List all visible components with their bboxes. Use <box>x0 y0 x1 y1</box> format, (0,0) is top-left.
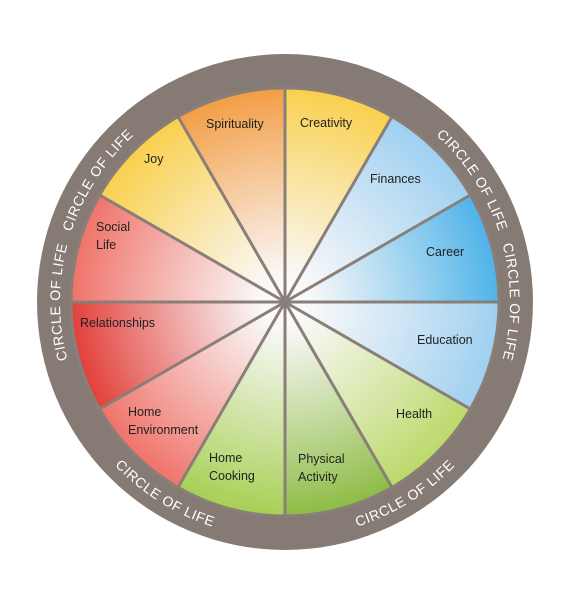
segment-social-life <box>71 195 285 302</box>
segment-label-creativity: Creativity <box>300 116 353 130</box>
segment-divider <box>283 115 394 303</box>
segment-label-spirituality: Spirituality <box>206 117 264 131</box>
segment-divider <box>176 115 287 303</box>
segment-spirituality <box>178 88 285 302</box>
ring-label: CIRCLE OF LIFE <box>500 241 523 363</box>
segment-home-cooking <box>178 302 285 516</box>
segment-divider <box>283 301 394 489</box>
segment-creativity <box>285 88 392 302</box>
segment-label-relationships: Relationships <box>80 316 155 330</box>
ring-label: CIRCLE OF LIFE <box>47 241 70 363</box>
segment-divider <box>284 193 472 304</box>
segment-label-joy: Joy <box>144 152 164 166</box>
segment-relationships <box>71 302 285 409</box>
segment-health <box>285 302 471 488</box>
segment-label-education: Education <box>417 333 473 347</box>
segment-joy <box>99 116 285 302</box>
dividers-group <box>69 86 501 518</box>
segments-group <box>71 88 499 516</box>
segment-label-health: Health <box>396 407 432 421</box>
segment-label-career: Career <box>426 245 464 259</box>
segment-education <box>285 302 499 409</box>
segment-divider <box>98 300 286 411</box>
segment-career <box>285 195 499 302</box>
segment-label-finances: Finances <box>370 172 421 186</box>
inner-border <box>69 86 501 518</box>
segment-divider <box>284 300 472 411</box>
segment-labels-group: CreativityFinancesCareerEducationHealthP… <box>80 116 473 484</box>
segment-divider <box>176 301 287 489</box>
segment-divider <box>98 193 286 304</box>
segment-home-env <box>99 302 285 488</box>
segment-finances <box>285 116 471 302</box>
segment-physical <box>285 302 392 516</box>
